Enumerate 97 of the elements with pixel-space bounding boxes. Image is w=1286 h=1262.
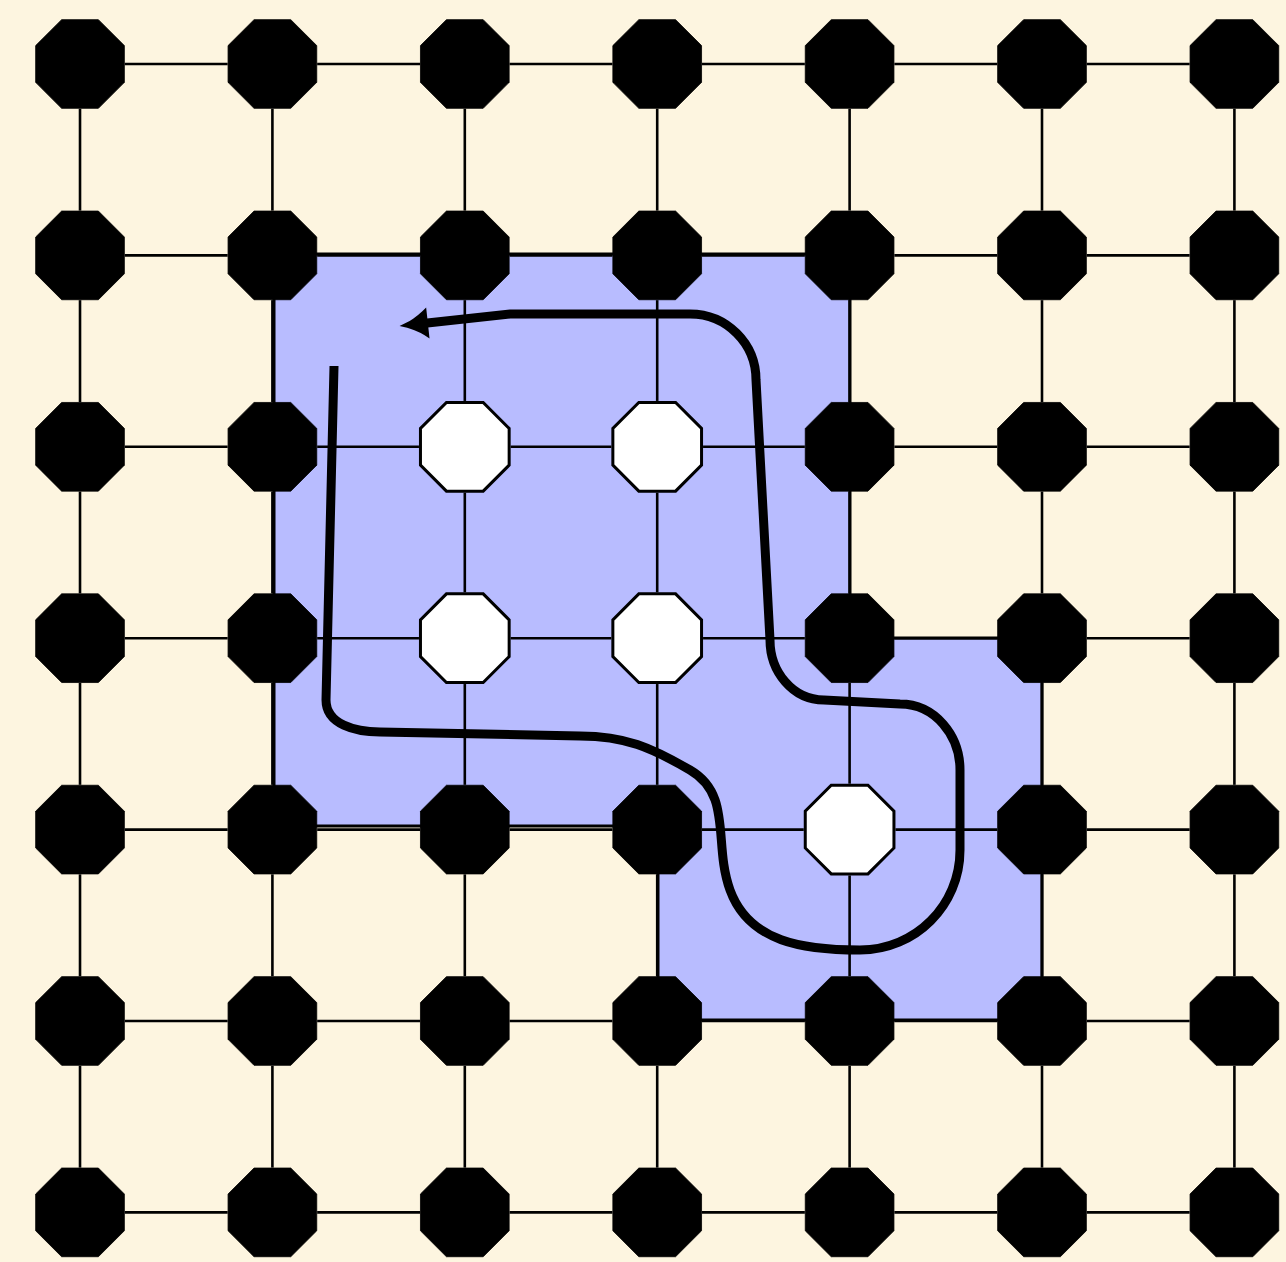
grid-line: [509, 1211, 613, 1214]
grid-line: [1086, 828, 1190, 831]
grid-line: [317, 1019, 421, 1023]
grid-line: [1233, 108, 1236, 211]
filled-dot: [35, 1167, 125, 1258]
grid-line: [703, 445, 805, 449]
filled-dot: [1189, 402, 1280, 492]
grid-line: [1040, 1065, 1044, 1168]
grid-line: [894, 254, 998, 257]
grid-line: [1233, 1065, 1236, 1168]
grid-line: [895, 828, 998, 831]
grid-line: [78, 1065, 82, 1168]
filled-dot: [1189, 593, 1280, 683]
grid-line: [124, 254, 228, 257]
grid-line: [78, 300, 82, 403]
grid-line: [317, 62, 421, 66]
filled-dot: [997, 1167, 1087, 1258]
grid-line: [463, 874, 467, 977]
grid-line: [317, 1211, 421, 1214]
grid-line: [894, 636, 998, 640]
filled-dot: [1189, 784, 1280, 875]
grid-line: [655, 300, 659, 401]
grid-line: [701, 62, 805, 66]
grid-line: [271, 300, 274, 403]
grid-line: [271, 874, 274, 977]
grid-line: [317, 828, 421, 831]
grid-line: [317, 445, 419, 449]
filled-dot: [804, 1167, 895, 1258]
grid-line: [1233, 491, 1236, 594]
grid-line: [1040, 491, 1044, 594]
grid-line: [463, 684, 467, 785]
grid-line: [78, 108, 82, 211]
grid-line: [1233, 874, 1236, 977]
grid-line: [510, 445, 612, 449]
grid-line: [848, 491, 851, 594]
grid-line: [78, 874, 82, 977]
grid-line: [463, 1065, 467, 1168]
filled-dot: [420, 1167, 510, 1258]
filled-dot: [1189, 1167, 1280, 1258]
grid-line: [1086, 62, 1190, 66]
grid-line: [1040, 682, 1044, 785]
grid-line: [1040, 108, 1044, 211]
grid-line: [848, 682, 851, 784]
grid-line: [271, 108, 274, 211]
grid-line: [655, 874, 659, 977]
grid-line: [124, 445, 228, 449]
grid-line: [317, 636, 419, 640]
grid-line: [510, 636, 612, 640]
filled-dot: [227, 1167, 318, 1258]
grid-line: [463, 300, 467, 401]
grid-line: [848, 300, 851, 403]
grid-line: [1233, 682, 1236, 785]
grid-line: [894, 445, 998, 449]
grid-line: [703, 636, 805, 640]
grid-line: [655, 684, 659, 785]
filled-dot: [612, 1167, 702, 1258]
grid-line: [1086, 636, 1190, 640]
filled-dot: [1189, 19, 1280, 109]
grid-line: [271, 682, 274, 785]
grid-line: [509, 254, 613, 257]
grid-line: [894, 62, 998, 66]
grid-line: [463, 108, 467, 211]
grid-line: [124, 1211, 228, 1214]
filled-dot: [1189, 210, 1280, 301]
grid-line: [124, 1019, 228, 1023]
grid-line: [1086, 445, 1190, 449]
grid-line: [124, 62, 228, 66]
grid-line: [848, 875, 851, 977]
grid-line: [1233, 300, 1236, 403]
grid-line: [1086, 254, 1190, 257]
grid-line: [509, 62, 613, 66]
grid-line: [701, 1211, 805, 1214]
grid-line: [317, 254, 421, 257]
grid-line: [655, 492, 659, 593]
grid-line: [701, 828, 804, 831]
grid-line: [848, 108, 851, 211]
grid-line: [1086, 1019, 1190, 1023]
grid-line: [894, 1211, 998, 1214]
grid-line: [509, 828, 613, 831]
grid-line: [655, 1065, 659, 1168]
grid-line: [509, 1019, 613, 1023]
grid-line: [1086, 1211, 1190, 1214]
grid-line: [655, 108, 659, 211]
grid-line: [701, 1019, 805, 1023]
grid-line: [463, 492, 467, 593]
grid-line: [1040, 874, 1044, 977]
grid-line: [1040, 300, 1044, 403]
grid-line: [124, 636, 228, 640]
grid-line: [271, 491, 274, 594]
grid-line: [701, 254, 805, 257]
filled-dot: [1189, 976, 1280, 1066]
grid-line: [848, 1065, 851, 1168]
grid-line: [271, 1065, 274, 1168]
grid-line: [894, 1019, 998, 1023]
grid-line: [78, 491, 82, 594]
grid-line: [78, 682, 82, 785]
grid-line: [124, 828, 228, 831]
